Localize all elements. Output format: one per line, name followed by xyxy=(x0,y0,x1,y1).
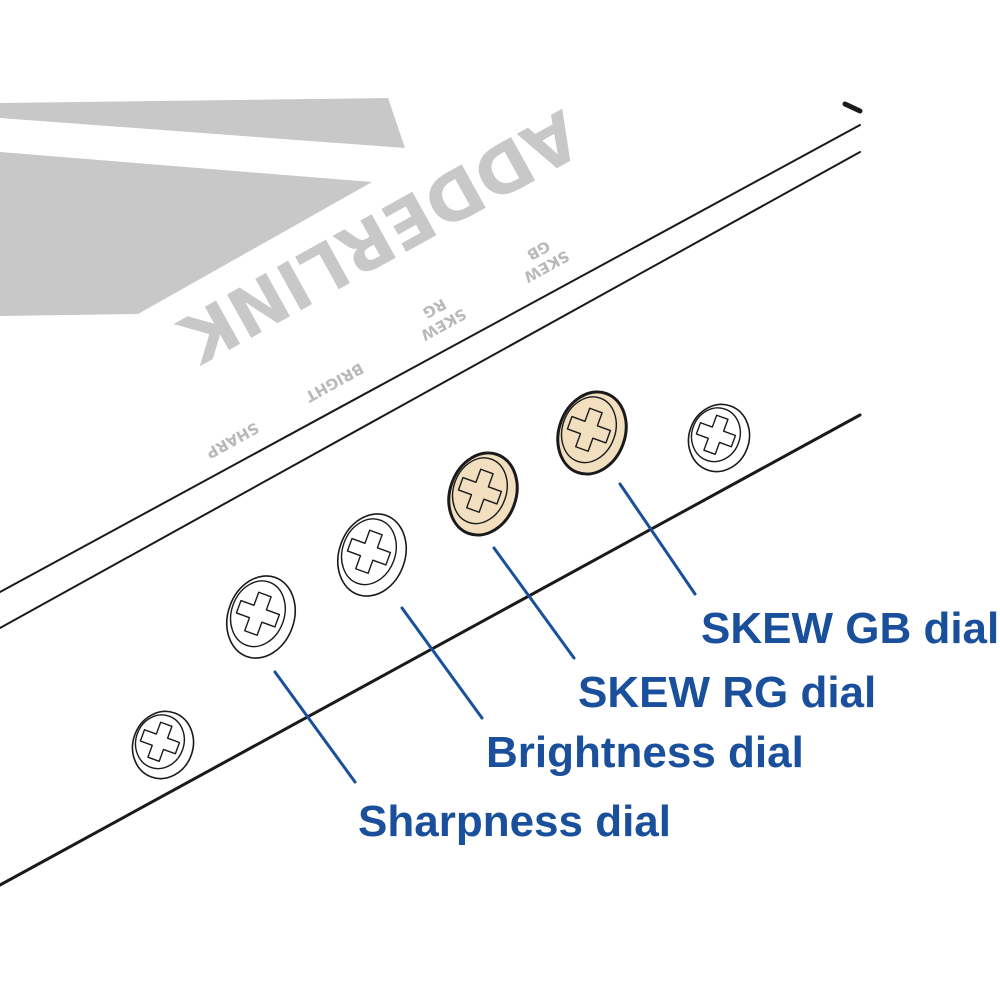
dial-brightness[interactable] xyxy=(327,504,418,606)
logo-shape-lower xyxy=(0,152,372,316)
phillips-cross-icon xyxy=(235,591,281,636)
device-top-corner-line xyxy=(842,101,863,114)
phillips-cross-icon xyxy=(346,529,392,574)
callout-lines xyxy=(273,482,697,784)
dial-sharpness[interactable] xyxy=(216,566,307,668)
phillips-cross-icon xyxy=(695,414,737,455)
phillips-cross-icon xyxy=(457,468,503,513)
device-top-edge-line xyxy=(0,124,861,593)
callout-line-brightness xyxy=(400,606,484,720)
dial-screw-right[interactable] xyxy=(679,396,759,480)
callout-label-brightness: Brightness dial xyxy=(486,728,804,777)
logo-shape-upper xyxy=(0,98,405,148)
callout-label-skew-rg: SKEW RG dial xyxy=(578,668,876,717)
device-bottom-edge-line xyxy=(0,413,862,887)
device-outline xyxy=(0,101,863,887)
dial-screw-left[interactable] xyxy=(123,703,203,787)
phillips-cross-icon xyxy=(139,721,181,762)
callout-line-skew-rg xyxy=(492,546,576,660)
callout-label-sharpness: Sharpness dial xyxy=(358,797,671,846)
callout-label-skew-gb: SKEW GB dial xyxy=(701,604,999,653)
callout-labels: Sharpness dial Brightness dial SKEW RG d… xyxy=(358,604,999,846)
phillips-cross-icon xyxy=(566,407,612,452)
callout-line-sharpness xyxy=(273,670,357,784)
dials-group xyxy=(123,382,759,787)
callout-line-skew-gb xyxy=(618,482,697,596)
dial-skew-gb[interactable] xyxy=(547,382,638,484)
dial-skew-rg[interactable] xyxy=(438,443,529,545)
device-panel-edge-line xyxy=(0,151,861,629)
